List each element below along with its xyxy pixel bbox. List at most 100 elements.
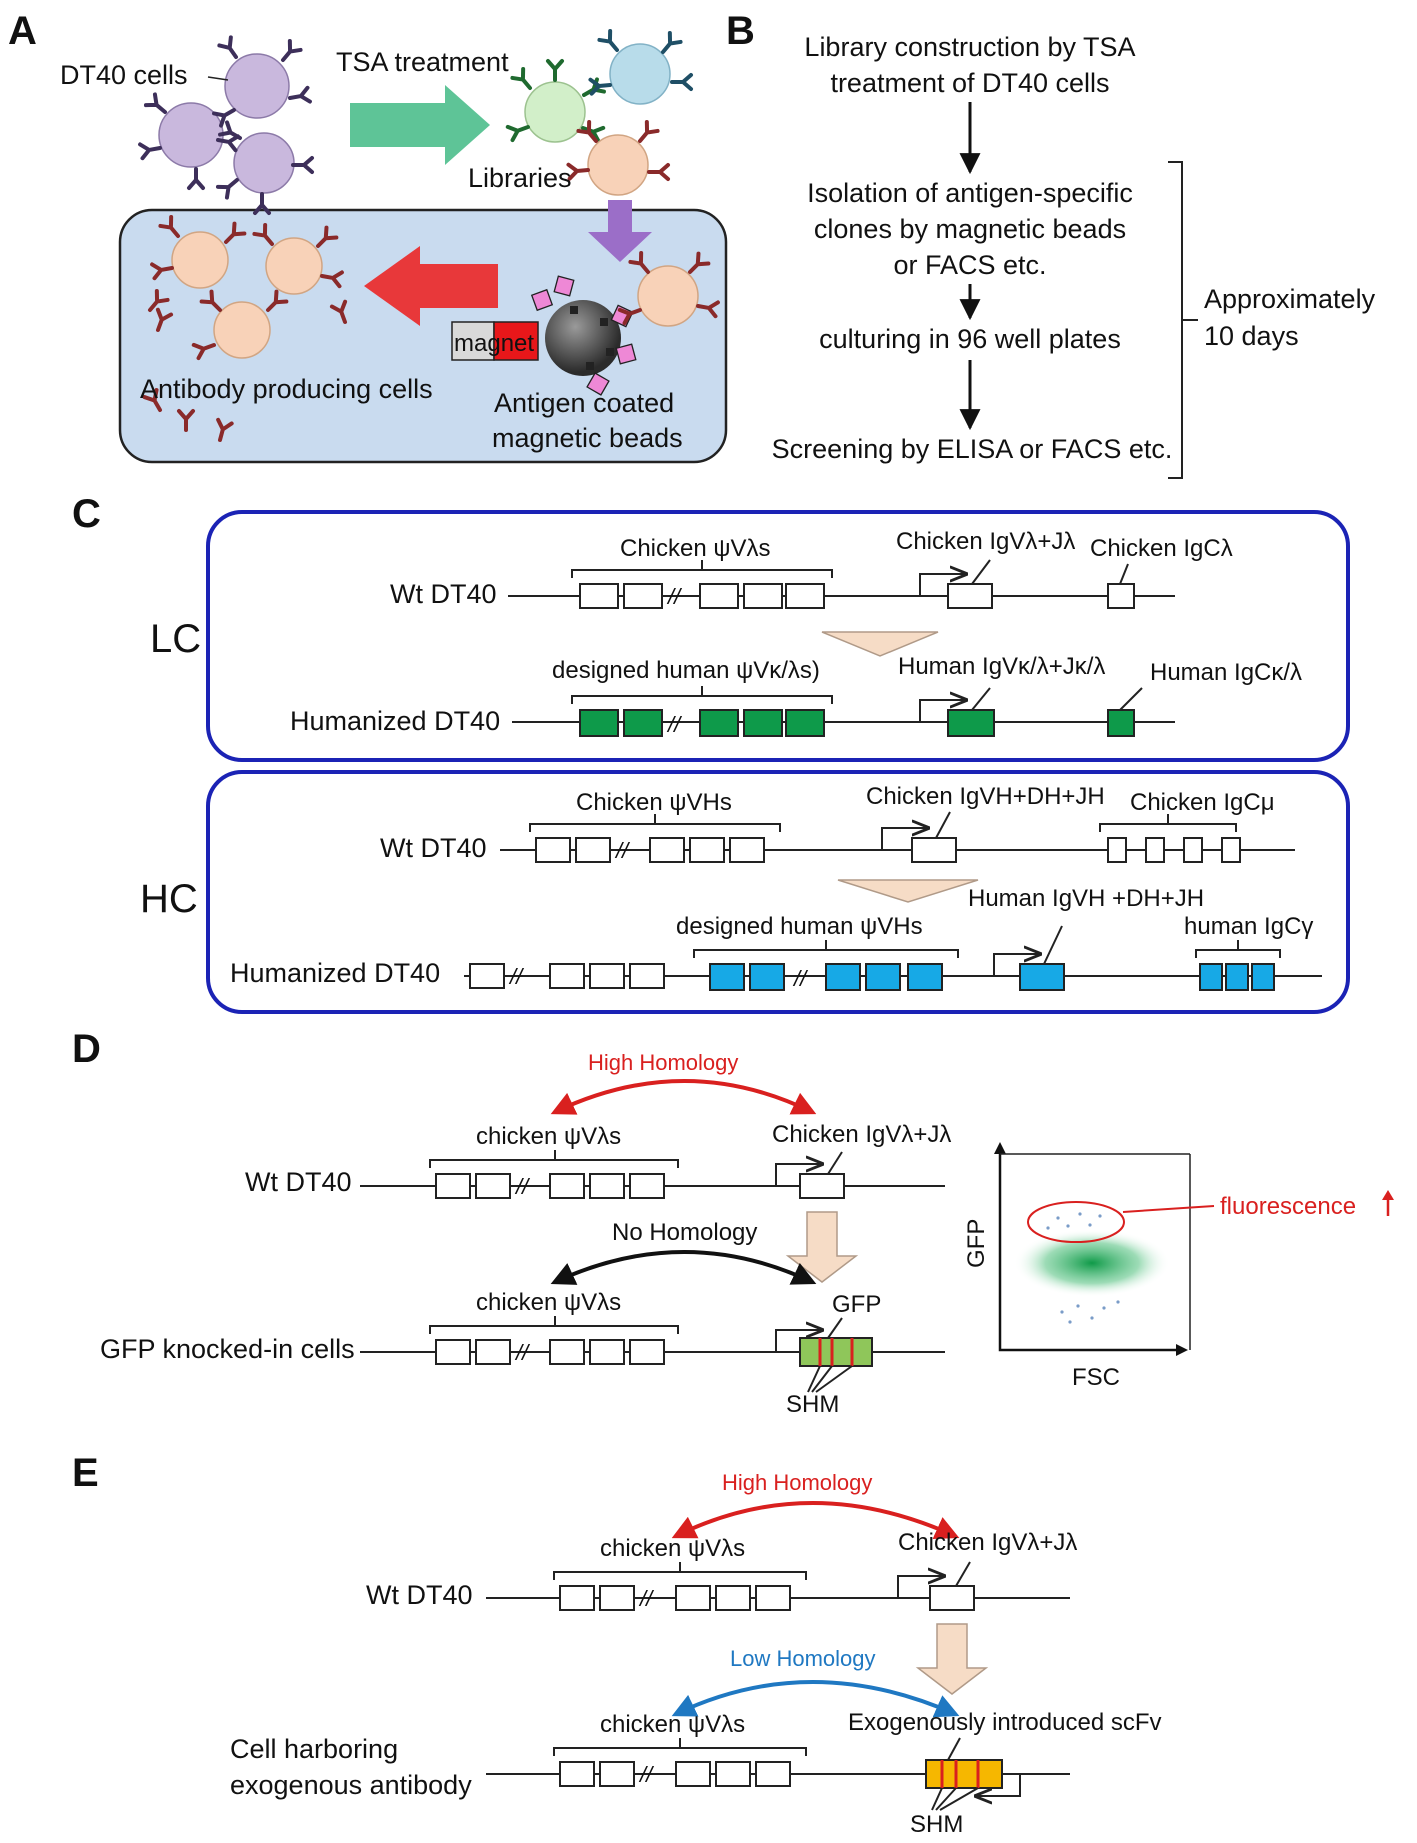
antigen-squares [530, 275, 637, 396]
lc-hu-v-leader [971, 687, 991, 711]
duration-line-2: 10 days [1204, 321, 1299, 351]
step-2-line-3: or FACS etc. [893, 250, 1046, 280]
hc-wt-c-label: Chicken IgCμ [1130, 789, 1275, 816]
e-cell-label-1: Cell harboring [230, 1734, 398, 1764]
selection-arrow [588, 200, 652, 262]
facs-gate [1027, 1201, 1125, 1243]
d-gfp-segment [799, 1337, 873, 1367]
lc-hu-break: // [666, 712, 682, 737]
hc-hu-brace [693, 940, 959, 958]
hc-hu-break-2: // [792, 966, 808, 991]
e-introduce-arrow [915, 1623, 989, 1695]
facs-dots [1046, 1212, 1120, 1324]
antigen-beads-label-1: Antigen coated [494, 388, 674, 418]
hc-hu-c-label: human IgCγ [1184, 913, 1313, 940]
panel-c: C LC HC Wt DT40 // Chicken ψVλs Chicken … [72, 492, 1350, 1014]
e-shm-label: SHM [910, 1811, 963, 1838]
magnet-label: magnet [454, 330, 534, 357]
hc-wt-break: // [614, 838, 630, 863]
hc-hu-pseudo-label: designed human ψVHs [676, 913, 923, 940]
lc-hu-segments [579, 709, 1135, 737]
duration-bracket [1168, 161, 1198, 479]
lc-label: LC [150, 617, 201, 661]
hc-wt-c-brace [1099, 814, 1237, 832]
antibody-producing-cells [142, 214, 354, 444]
bound-cell [637, 265, 699, 327]
lc-wt-c-label: Chicken IgCλ [1090, 535, 1233, 562]
panel-e-letter: E [72, 1451, 99, 1495]
d-gfp-cells-label: GFP knocked-in cells [100, 1334, 355, 1364]
lc-wt-pseudo-label: Chicken ψVλs [620, 535, 771, 562]
facs-main-population [1014, 1229, 1170, 1297]
d-shm-label: SHM [786, 1391, 839, 1418]
e-scfv-promoter [976, 1774, 1021, 1796]
step-3-line-1: culturing in 96 well plates [819, 324, 1121, 354]
d-no-homology-label: No Homology [612, 1219, 757, 1246]
d-no-homology-arrow [550, 1250, 817, 1285]
lc-wt-v-leader [971, 559, 991, 585]
magnet-s-pole [451, 321, 495, 361]
d-shm-leaders [807, 1365, 853, 1393]
facs-axes [998, 1148, 1180, 1352]
harvest-arrow [364, 246, 498, 326]
d-high-homology-arrow [550, 1079, 817, 1115]
lc-hu-c-leader [1119, 687, 1143, 711]
step-1-line-1: Library construction by TSA [804, 32, 1135, 62]
panel-a: A DT40 cells TSA treatment [8, 9, 728, 464]
e-scfv-brace [553, 1738, 807, 1756]
hc-wt-v-label: Chicken IgVH+DH+JH [866, 783, 1105, 810]
d-wt-pseudo-label: chicken ψVλs [476, 1123, 621, 1150]
e-shm-leaders [931, 1787, 979, 1811]
lc-hu-pseudo-label: designed human ψVκ/λs) [552, 657, 820, 684]
hc-hu-v-label: Human IgVH +DH+JH [968, 885, 1204, 912]
d-wt-label: Wt DT40 [245, 1167, 352, 1197]
lc-wt-v-label: Chicken IgVλ+Jλ [896, 528, 1075, 555]
hc-hu-break-1: // [508, 964, 524, 989]
hc-wt-promoter [881, 828, 928, 850]
e-wt-v-leader [955, 1561, 971, 1587]
hc-wt-v-leader [935, 811, 951, 839]
lc-wt-c-leader [1119, 563, 1129, 585]
d-gfp-promoter [775, 1330, 822, 1352]
lc-hu-promoter [919, 700, 966, 722]
d-gfp-pseudo-label: chicken ψVλs [476, 1289, 621, 1316]
d-gfp-label: GFP [832, 1291, 881, 1318]
hc-hu-segments [709, 963, 1275, 991]
e-high-homology-arrow [671, 1501, 960, 1539]
hc-hu-label: Humanized DT40 [230, 958, 440, 988]
hc-hu-c-brace [1195, 940, 1281, 958]
duration-line-1: Approximately [1204, 284, 1376, 314]
facs-x-label: FSC [1072, 1364, 1120, 1391]
hc-wt-label: Wt DT40 [380, 833, 487, 863]
step-2-line-1: Isolation of antigen-specific [807, 178, 1133, 208]
d-shm-marks [818, 1338, 854, 1366]
lc-wt-brace [571, 560, 833, 578]
lc-wt-label: Wt DT40 [390, 579, 497, 609]
antigen-beads-label-2: magnetic beads [492, 423, 683, 453]
tsa-treatment-label: TSA treatment [336, 47, 509, 77]
lc-hu-c-label: Human IgCκ/λ [1150, 659, 1302, 686]
step-1-line-2: treatment of DT40 cells [830, 68, 1109, 98]
tsa-arrow [350, 85, 490, 165]
facs-y-label: GFP [963, 1219, 990, 1268]
panel-c-letter: C [72, 492, 101, 536]
d-wt-v-leader [827, 1151, 843, 1175]
lc-humanize-arrow [821, 631, 939, 657]
antibody-producing-cells-label: Antibody producing cells [140, 374, 433, 404]
e-wt-promoter [897, 1576, 944, 1598]
fluorescence-leader [1122, 1205, 1215, 1213]
e-wt-v-label: Chicken IgVλ+Jλ [898, 1529, 1077, 1556]
fluorescence-up-icon [1382, 1190, 1394, 1216]
panel-d-letter: D [72, 1027, 101, 1071]
e-low-homology-label: Low Homology [730, 1646, 876, 1671]
e-scfv-label: Exogenously introduced scFv [848, 1709, 1162, 1736]
hc-hu-promoter [993, 954, 1040, 976]
e-scfv-pseudo-label: chicken ψVλs [600, 1711, 745, 1738]
e-low-homology-arrow [671, 1680, 960, 1718]
d-gfp-leader [827, 1317, 843, 1339]
magnet-n-pole [493, 321, 539, 361]
step-4-line-1: Screening by ELISA or FACS etc. [772, 434, 1173, 464]
hc-frame [206, 770, 1350, 1014]
panel-d: D High Homology Wt DT40 // chicken ψVλs … [72, 1027, 1394, 1418]
